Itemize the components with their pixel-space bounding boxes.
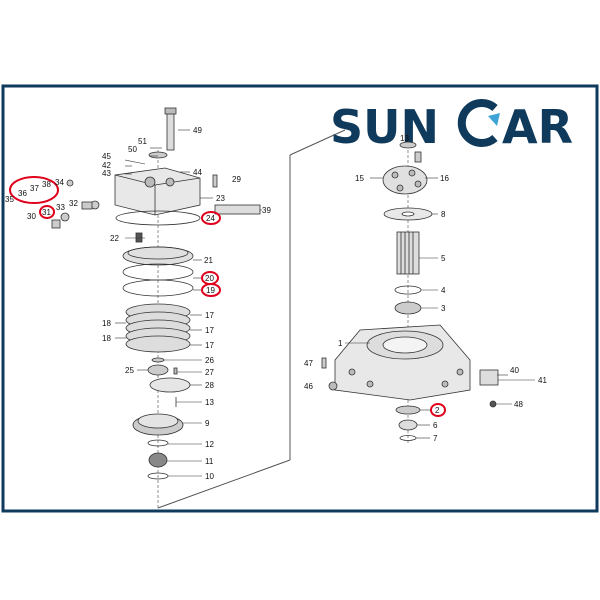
callout-8: 8 (441, 210, 446, 219)
callout-45: 45 (102, 152, 111, 161)
callout-35: 35 (5, 195, 14, 204)
highlight-24 (201, 211, 221, 225)
callout-22: 22 (110, 234, 119, 243)
highlight-2 (430, 403, 446, 417)
callout-47: 47 (304, 359, 313, 368)
callout-34: 34 (55, 178, 64, 187)
callout-labels: 49 51 50 45 42 43 44 29 23 39 34 38 37 3… (5, 126, 547, 481)
callout-5: 5 (441, 254, 446, 263)
callout-4: 4 (441, 286, 446, 295)
callout-49: 49 (193, 126, 202, 135)
callout-46: 46 (304, 382, 313, 391)
logo-c-icon (457, 99, 500, 147)
callout-18b: 18 (102, 334, 111, 343)
callout-2: 2 (435, 406, 440, 415)
callout-39: 39 (262, 206, 271, 215)
callout-9: 9 (205, 419, 210, 428)
callout-7: 7 (433, 434, 438, 443)
callout-41: 41 (538, 376, 547, 385)
callout-51: 51 (138, 137, 147, 146)
callout-6: 6 (433, 421, 438, 430)
callout-31: 31 (42, 208, 51, 217)
callout-17c: 17 (205, 341, 214, 350)
highlight-marks (9, 176, 446, 417)
callout-12: 12 (205, 440, 214, 449)
callout-27: 27 (205, 368, 214, 377)
callout-18a: 18 (102, 319, 111, 328)
logo-text-left: SUN (330, 100, 439, 154)
divider-lines (157, 129, 346, 509)
callout-42: 42 (102, 161, 111, 170)
callout-24: 24 (206, 214, 215, 223)
callout-43: 43 (102, 169, 111, 178)
suncar-logo: SUN AR (330, 99, 573, 154)
callout-15: 15 (355, 174, 364, 183)
callout-32: 32 (69, 199, 78, 208)
callout-26: 26 (205, 356, 214, 365)
callout-28: 28 (205, 381, 214, 390)
callout-3: 3 (441, 304, 446, 313)
highlight-31 (39, 205, 55, 219)
callout-48: 48 (514, 400, 523, 409)
callout-36: 36 (18, 189, 27, 198)
highlight-36-37-38 (9, 176, 59, 204)
callout-30: 30 (27, 212, 36, 221)
callout-40: 40 (510, 366, 519, 375)
callout-17b: 17 (205, 326, 214, 335)
callout-33: 33 (56, 203, 65, 212)
left-assembly (51, 107, 261, 510)
callout-16: 16 (440, 174, 449, 183)
leader-lines-left (115, 129, 262, 477)
callout-38: 38 (42, 180, 51, 189)
callout-44: 44 (193, 168, 202, 177)
callout-1: 1 (338, 339, 343, 348)
callout-25: 25 (125, 366, 134, 375)
callout-20: 20 (205, 274, 214, 283)
leader-lines-right (345, 177, 535, 439)
callout-50: 50 (128, 145, 137, 154)
callout-11: 11 (205, 457, 214, 466)
callout-17a: 17 (205, 311, 214, 320)
diagram-border (1, 84, 599, 513)
callout-21: 21 (204, 256, 213, 265)
callout-37: 37 (30, 184, 39, 193)
callout-19: 19 (206, 286, 215, 295)
highlight-19 (201, 283, 221, 297)
callout-13a: 13 (205, 398, 214, 407)
callout-23: 23 (216, 194, 225, 203)
callout-13b: 13 (400, 134, 409, 143)
right-assembly (321, 141, 499, 445)
logo-text-right: AR (502, 100, 573, 154)
callout-10: 10 (205, 472, 214, 481)
callout-29: 29 (232, 175, 241, 184)
